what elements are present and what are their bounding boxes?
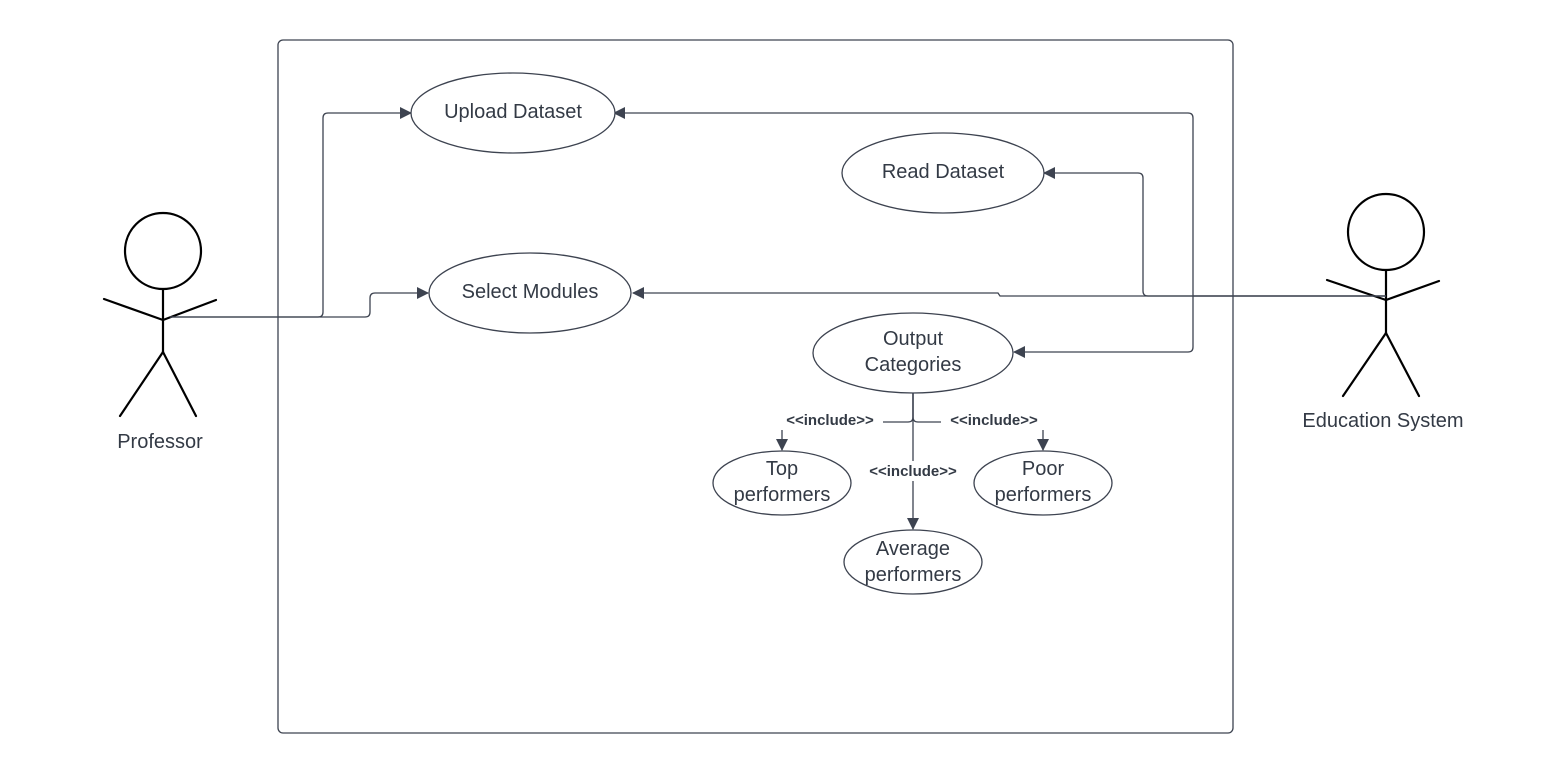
education-system-label: Education System	[1302, 410, 1463, 432]
professor-actor[interactable]: Professor	[102, 211, 218, 453]
education-system-arm-left	[1325, 278, 1388, 302]
connector-system-select	[632, 287, 1386, 299]
use-case-poor-performers[interactable]: Poor performers	[973, 450, 1113, 516]
use-case-output-categories[interactable]: Output Categories	[812, 312, 1014, 394]
connector-system-upload	[613, 107, 1386, 297]
education-system-head	[1346, 192, 1426, 272]
use-case-label: Read Dataset	[882, 161, 1005, 183]
use-case-select-modules[interactable]: Select Modules	[428, 252, 632, 334]
use-case-label-line1: Poor	[1022, 458, 1065, 480]
education-system-actor[interactable]: Education System	[1302, 192, 1464, 432]
connector-professor-select	[170, 287, 429, 318]
use-case-label-line2: performers	[995, 484, 1092, 506]
system-boundary	[277, 39, 1234, 734]
use-case-read-dataset[interactable]: Read Dataset	[841, 132, 1045, 214]
include-label-top: <<include>>	[777, 410, 883, 430]
professor-arm-left	[102, 297, 165, 322]
use-case-label-line2: Categories	[865, 354, 962, 376]
use-case-label: Select Modules	[462, 281, 599, 303]
svg-text:<<include>>: <<include>>	[950, 412, 1038, 429]
use-case-label-line2: performers	[865, 564, 962, 586]
use-case-label: Upload Dataset	[444, 101, 582, 123]
svg-text:<<include>>: <<include>>	[786, 412, 874, 429]
connector-system-output	[1013, 296, 1194, 358]
include-label-poor: <<include>>	[941, 410, 1047, 430]
connector-professor-upload	[170, 107, 412, 318]
connector-system-read	[1043, 167, 1386, 297]
professor-label: Professor	[117, 431, 203, 453]
professor-leg-right	[161, 350, 198, 418]
use-case-average-performers[interactable]: Average performers	[843, 529, 983, 595]
professor-leg-left	[118, 350, 165, 418]
education-system-leg-left	[1341, 331, 1388, 398]
professor-head	[123, 211, 203, 291]
svg-text:<<include>>: <<include>>	[869, 463, 957, 480]
education-system-arm-right	[1384, 279, 1441, 302]
education-system-leg-right	[1384, 331, 1421, 398]
use-case-label-line1: Average	[876, 538, 950, 560]
use-case-top-performers[interactable]: Top performers	[712, 450, 852, 516]
use-case-label-line1: Top	[766, 458, 798, 480]
use-case-upload-dataset[interactable]: Upload Dataset	[410, 72, 616, 154]
use-case-label-line2: performers	[734, 484, 831, 506]
use-case-label-line1: Output	[883, 328, 943, 350]
include-label-average: <<include>>	[860, 461, 966, 481]
